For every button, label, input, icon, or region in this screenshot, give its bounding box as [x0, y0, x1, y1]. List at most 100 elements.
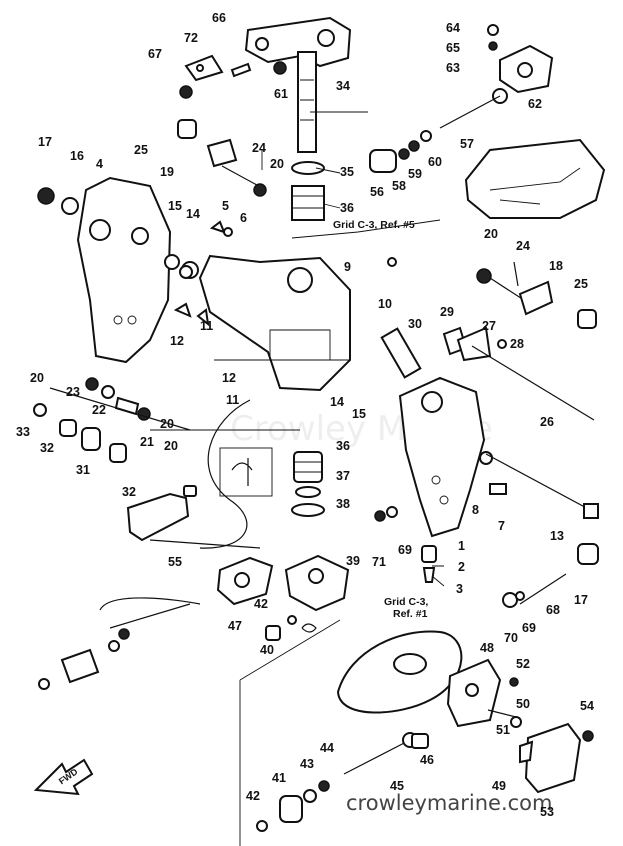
washer-38: [291, 503, 325, 517]
bushing-8: [479, 451, 493, 465]
nut-49: [519, 740, 534, 764]
mount-lower-left: [60, 648, 100, 684]
pin-24-right: [513, 261, 519, 287]
callout-19: 19: [160, 165, 174, 179]
pin-11-left: [196, 308, 210, 327]
bracket-72: [184, 54, 224, 82]
lower-housing: [336, 630, 463, 714]
screw-64: [487, 24, 499, 36]
callout-9: 9: [344, 260, 351, 274]
plate-55: [126, 485, 197, 542]
callout-58: 58: [392, 179, 406, 193]
callout-49: 49: [492, 779, 506, 793]
callout-72: 72: [184, 31, 198, 45]
callout-26: 26: [540, 415, 554, 429]
callout-63: 63: [446, 61, 460, 75]
callout-23: 23: [66, 385, 80, 399]
mount-bracket-lower: [216, 556, 274, 606]
callout-7: 7: [498, 519, 505, 533]
lower-plate: [464, 138, 606, 219]
detail-box: [219, 447, 273, 497]
tilt-tube-13: [485, 453, 595, 513]
callout-47: 47: [228, 619, 242, 633]
bolt-68: [519, 573, 567, 605]
washer-58: [398, 148, 410, 160]
callout-25: 25: [134, 143, 148, 157]
pin-12-left: [173, 302, 192, 318]
callout-labels: 1 2 3 4 5 6 7 8 9 10 11 12 13 14 15 16 1…: [16, 11, 594, 819]
nut-6: [223, 227, 233, 237]
grid-note-top: Grid C-3, Ref. #5: [333, 219, 415, 231]
callout-25-right: 25: [574, 277, 588, 291]
callout-10: 10: [378, 297, 392, 311]
callout-55: 55: [168, 555, 182, 569]
callout-17: 17: [38, 135, 52, 149]
bolt-7: [489, 483, 507, 495]
callout-42-mid: 42: [254, 597, 268, 611]
callout-20-lower: 20: [160, 417, 174, 431]
clamp-bracket-right: [398, 376, 486, 538]
callout-15-mid: 15: [352, 407, 366, 421]
nut-67: [179, 85, 193, 99]
tube-30: [380, 327, 422, 379]
washer-43: [303, 789, 317, 803]
callout-69-left: 69: [398, 543, 412, 557]
callout-62: 62: [528, 97, 542, 111]
callout-50: 50: [516, 697, 530, 711]
wire-loop: [199, 399, 251, 549]
callout-5: 5: [222, 199, 229, 213]
callout-28: 28: [510, 337, 524, 351]
callout-52: 52: [516, 657, 530, 671]
callout-12: 12: [170, 334, 184, 348]
callout-24: 24: [252, 141, 266, 155]
callout-40: 40: [260, 643, 274, 657]
nut-42-mid: [287, 615, 297, 625]
nut-20-top: [253, 183, 267, 197]
callout-61: 61: [274, 87, 288, 101]
callout-44: 44: [320, 741, 334, 755]
mount-41: [279, 795, 303, 823]
grid-note-bottom-1: Grid C-3,: [384, 596, 428, 608]
washer-37: [295, 486, 321, 498]
callout-20-21: 20: [164, 439, 178, 453]
bolt-5: [209, 220, 226, 234]
bushing-36: [293, 451, 323, 483]
clip-40: [301, 623, 317, 633]
washer-14: [179, 265, 193, 279]
nut-20-right: [476, 268, 492, 284]
callout-1: 1: [458, 539, 465, 553]
callout-60: 60: [428, 155, 442, 169]
callout-2: 2: [458, 560, 465, 574]
callout-6: 6: [240, 211, 247, 225]
callout-54: 54: [580, 699, 594, 713]
callout-20-right: 20: [484, 227, 498, 241]
callout-32-left: 32: [40, 441, 54, 455]
callout-20: 20: [270, 157, 284, 171]
washer-65: [488, 41, 498, 51]
washer-59: [408, 140, 420, 152]
bolt-28: [497, 339, 507, 349]
cap-25-right: [577, 309, 597, 329]
nut-47: [265, 625, 281, 641]
callout-12-mid: 12: [222, 371, 236, 385]
callout-16: 16: [70, 149, 84, 163]
tilt-pin-assembly: [33, 377, 191, 463]
callout-31: 31: [76, 463, 90, 477]
callout-65: 65: [446, 41, 460, 55]
callout-68: 68: [546, 603, 560, 617]
bushing-15: [164, 254, 180, 270]
callout-48: 48: [480, 641, 494, 655]
nut-17-right: [577, 543, 599, 565]
callout-18: 18: [549, 259, 563, 273]
callout-34: 34: [336, 79, 350, 93]
callout-14: 14: [186, 207, 200, 221]
washer-69-right: [515, 591, 525, 601]
callout-71: 71: [372, 555, 386, 569]
callout-66: 66: [212, 11, 226, 25]
plug-10: [387, 257, 397, 267]
lever-19: [206, 138, 238, 168]
rod-26: [471, 345, 595, 421]
callout-27: 27: [482, 319, 496, 333]
nut-42-bottom: [256, 820, 268, 832]
callout-39: 39: [346, 554, 360, 568]
